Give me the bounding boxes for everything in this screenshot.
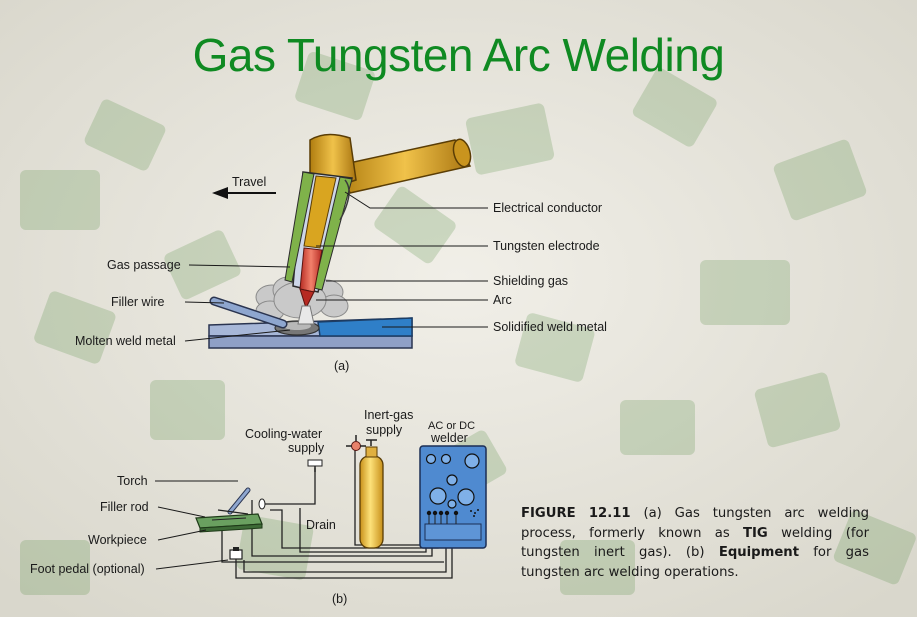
filler-wire [209,296,288,329]
inert-gas-cylinder [346,435,384,549]
diagram-b: Cooling-water supply Inert-gas supply AC… [30,408,487,606]
workpiece-b [195,513,263,533]
figure-caption-text-2: welding (for tungsten inert gas). (b) [521,525,869,561]
figure-caption-text-3: for gas tungsten arc welding operations. [521,545,869,580]
solidified-weld-metal [317,317,413,337]
filler-rod-label: Filler rod [100,500,149,514]
arc-label: Arc [493,293,512,307]
gas-passage-label: Gas passage [107,258,181,272]
figure-caption-text-1: (a) Gas tungsten arc welding process, fo… [521,506,869,541]
tungsten-electrode-label: Tungsten electrode [493,239,600,253]
inert-gas-label-2: supply [366,423,403,437]
page-title: Gas Tungsten Arc Welding [192,29,725,81]
welder-unit [419,445,487,549]
cooling-water-valve [307,459,323,472]
torch-a [284,133,472,325]
foot-pedal-label: Foot pedal (optional) [30,562,145,576]
figure-caption-equipment: Equipment [718,545,800,560]
travel-arrow [212,187,276,199]
filler-wire-label: Filler wire [111,295,165,309]
torch-b [217,487,266,515]
electrical-conductor-label: Electrical conductor [493,201,602,215]
figure-caption-label: FIGURE 12.11 [521,506,631,521]
caption-a: (a) [334,359,349,373]
arc [297,305,315,325]
molten-weld-metal-label: Molten weld metal [75,334,176,348]
drain-label: Drain [306,518,336,532]
torch-label: Torch [117,474,148,488]
inert-gas-label-1: Inert-gas [364,408,413,422]
solidified-weld-metal-label: Solidified weld metal [493,320,607,334]
welder-label-2: welder [430,431,468,445]
figure-caption-tig: TIG [743,525,768,541]
shielding-gas-label: Shielding gas [493,274,568,288]
cooling-water-label-2: supply [288,441,325,455]
travel-label: Travel [232,175,266,189]
leader-lines-a [184,191,488,342]
figure-caption: FIGURE 12.11 (a) Gas tungsten arc weldin… [521,504,869,582]
caption-b: (b) [332,592,347,606]
foot-pedal [229,547,243,560]
leader-lines-b [155,480,238,570]
diagram-a: Travel [75,133,607,373]
cooling-water-label-1: Cooling-water [245,427,322,441]
welder-label-1: AC or DC [428,420,475,432]
workpiece-label: Workpiece [88,533,147,547]
